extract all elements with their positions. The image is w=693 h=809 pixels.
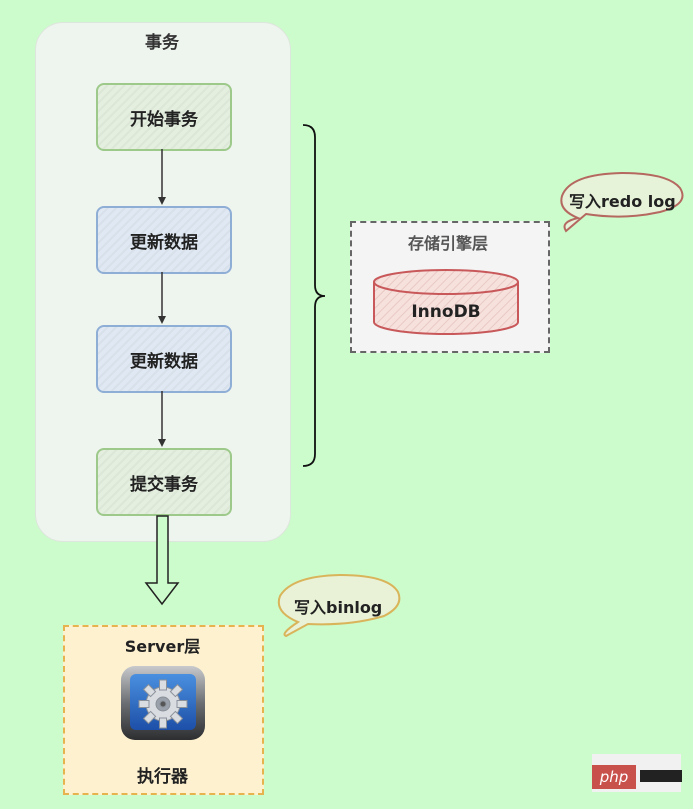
binlog-callout-text: 写入binlog [294,598,383,617]
executor-label: 执行器 [137,767,188,787]
watermark-text-block [640,770,682,782]
storage-engine-layer-title: 存储引擎层 [407,234,488,253]
watermark-php-logo: php [592,765,636,789]
redo-log-callout-text: 写入redo log [569,192,676,211]
arrow-update2-to-commit [158,391,166,447]
gear-icon [121,666,205,740]
step-label: 开始事务 [130,109,198,130]
step-label: 更新数据 [130,351,198,372]
binlog-bubble [277,573,401,638]
commit-to-server-arrow [144,515,180,606]
innodb-label: InnoDB [411,302,481,322]
redo-log-bubble [560,171,684,233]
arrow-begin-to-update1 [158,149,166,205]
transaction-title: 事务 [145,33,179,53]
step-begin-transaction: 开始事务 [96,83,232,151]
arrow-update1-to-update2 [158,272,166,324]
server-layer-title: Server层 [124,637,201,656]
step-update-data-2: 更新数据 [96,325,232,393]
step-label: 提交事务 [130,474,198,495]
step-label: 更新数据 [130,232,198,253]
innodb-cylinder [373,269,519,335]
step-commit-transaction: 提交事务 [96,448,232,516]
step-update-data-1: 更新数据 [96,206,232,274]
curly-brace [302,124,326,467]
